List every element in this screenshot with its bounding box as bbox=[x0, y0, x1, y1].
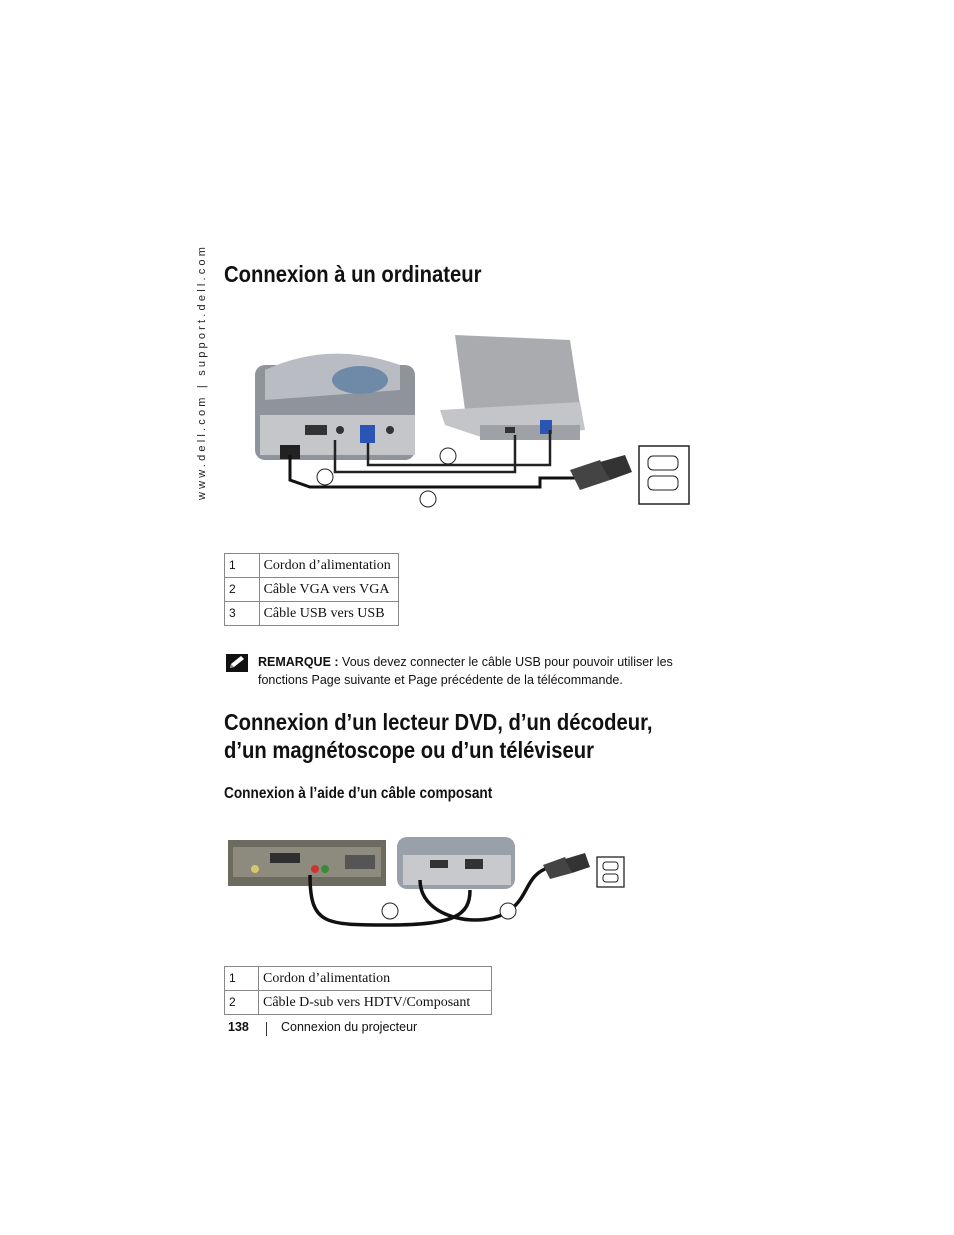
legend-number: 1 bbox=[224, 553, 260, 578]
computer-connection-diagram bbox=[255, 335, 690, 508]
dvd-player-image bbox=[228, 840, 386, 886]
legend-number: 3 bbox=[224, 601, 260, 626]
legend-number: 2 bbox=[224, 990, 259, 1015]
page-number: 138 bbox=[228, 1020, 249, 1034]
section-title-dvd-line2: d’un magnétoscope ou d’un téléviseur bbox=[224, 737, 594, 763]
sidebar-url: www.dell.com | support.dell.com bbox=[196, 243, 208, 500]
legend-label: Câble VGA vers VGA bbox=[258, 577, 400, 602]
table-row: 3 Câble USB vers USB bbox=[224, 601, 400, 626]
table-row: 2 Câble VGA vers VGA bbox=[224, 577, 400, 602]
section-title-computer: Connexion à un ordinateur bbox=[224, 261, 482, 287]
footer-chapter: Connexion du projecteur bbox=[281, 1020, 418, 1034]
projector-image bbox=[397, 837, 515, 889]
section-title-dvd-line1: Connexion d’un lecteur DVD, d’un décodeu… bbox=[224, 709, 653, 735]
legend-label: Câble USB vers USB bbox=[258, 601, 400, 626]
note-block: REMARQUE : Vous devez connecter le câble… bbox=[226, 653, 696, 689]
legend-number: 1 bbox=[224, 966, 259, 991]
pencil-note-icon bbox=[226, 654, 248, 672]
page-footer: 138 Connexion du projecteur bbox=[228, 1020, 417, 1036]
table-row: 1 Cordon d’alimentation bbox=[224, 966, 492, 991]
legend-table-computer: 1 Cordon d’alimentation 2 Câble VGA vers… bbox=[224, 553, 400, 626]
legend-label: Câble D-sub vers HDTV/Composant bbox=[258, 990, 492, 1015]
table-row: 1 Cordon d’alimentation bbox=[224, 553, 400, 578]
table-row: 2 Câble D-sub vers HDTV/Composant bbox=[224, 990, 492, 1015]
legend-number: 2 bbox=[224, 577, 260, 602]
subsection-title-component: Connexion à l’aide d’un câble composant bbox=[224, 785, 493, 802]
note-label: REMARQUE : bbox=[258, 655, 339, 669]
legend-label: Cordon d’alimentation bbox=[258, 553, 400, 578]
laptop-image bbox=[440, 335, 585, 440]
footer-separator bbox=[266, 1022, 267, 1036]
legend-table-component: 1 Cordon d’alimentation 2 Câble D-sub ve… bbox=[224, 966, 492, 1015]
legend-label: Cordon d’alimentation bbox=[258, 966, 492, 991]
projector-image bbox=[255, 353, 415, 460]
note-text: Vous devez connecter le câble USB pour p… bbox=[258, 655, 673, 687]
component-connection-diagram bbox=[228, 837, 625, 927]
